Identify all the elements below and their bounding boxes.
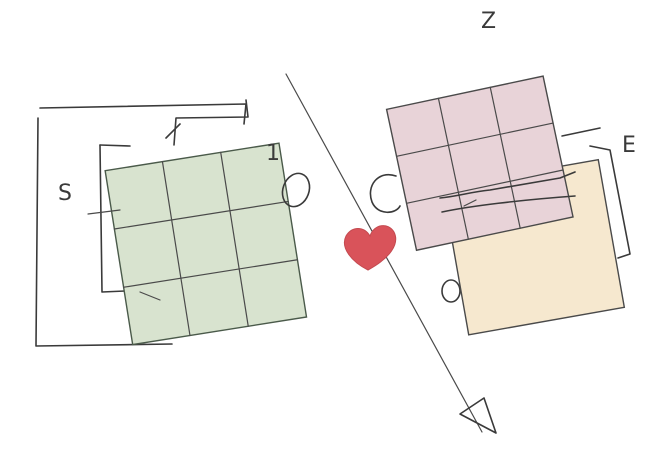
green-grid-square bbox=[105, 143, 306, 344]
arrowhead-icon bbox=[460, 398, 496, 433]
label-z: Z bbox=[481, 9, 496, 34]
label-e: E bbox=[622, 133, 636, 158]
lower-circle bbox=[442, 280, 460, 302]
middle-c-mark bbox=[370, 175, 400, 213]
label-1: 1 bbox=[266, 141, 280, 166]
heart-icon bbox=[344, 226, 395, 270]
green-grid-fill bbox=[105, 143, 306, 344]
label-s: S bbox=[58, 181, 72, 206]
